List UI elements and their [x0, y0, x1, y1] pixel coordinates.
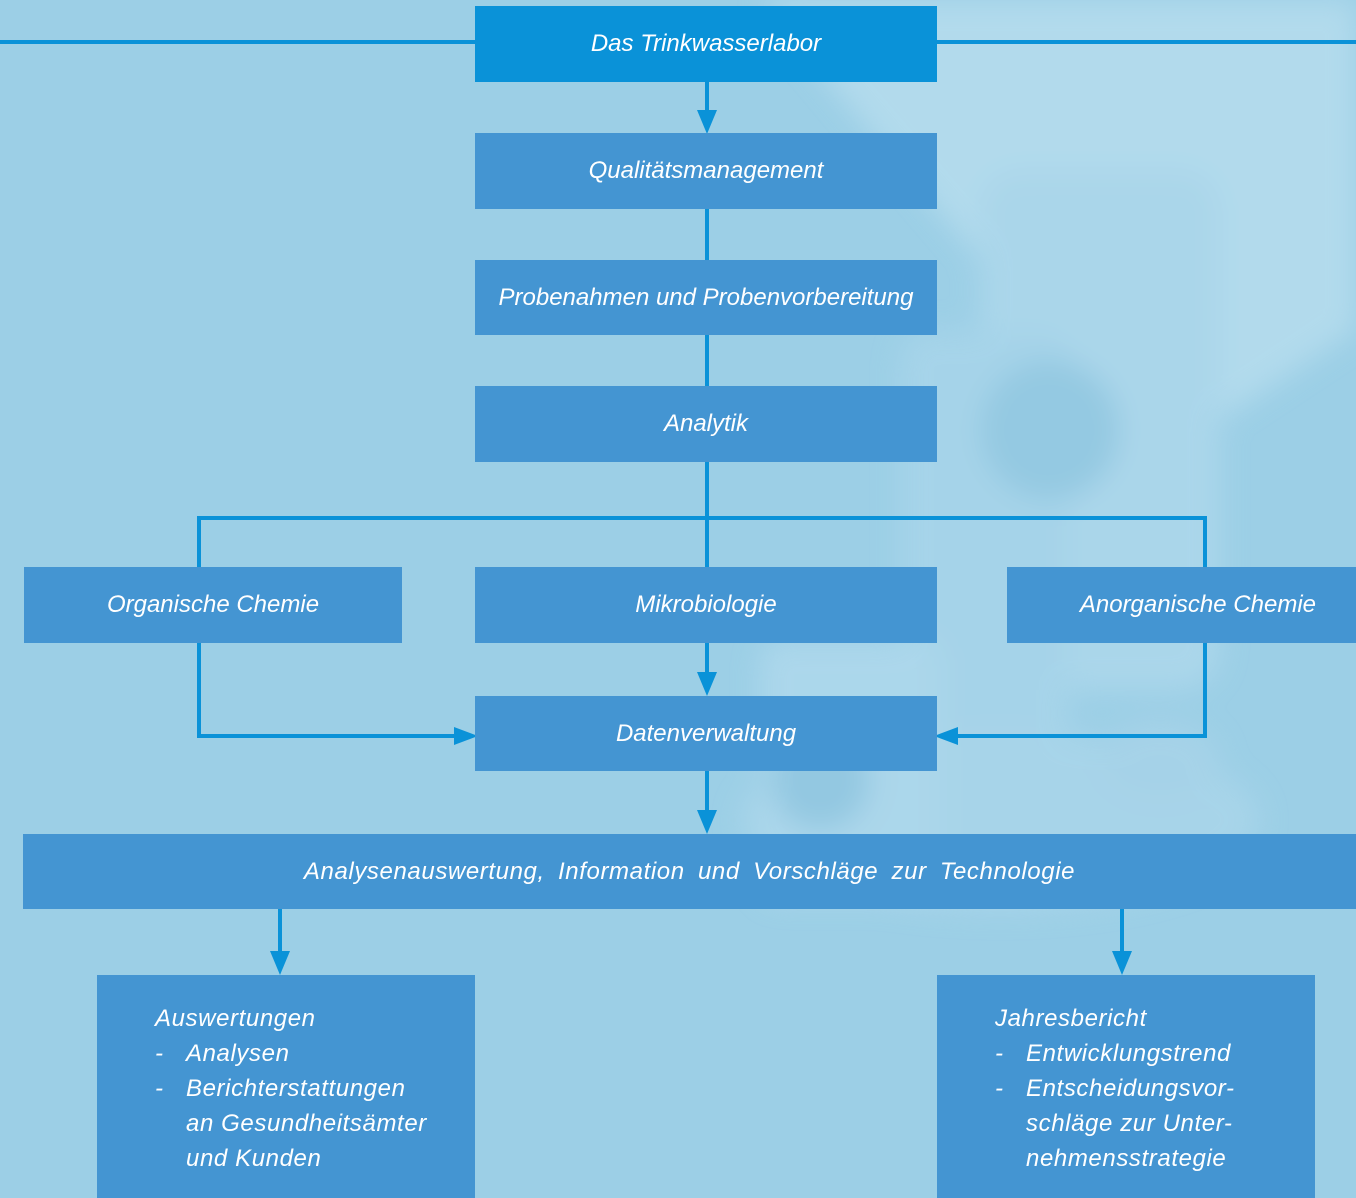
jahresbericht-title: Jahresbericht — [995, 1005, 1147, 1032]
list-item: - Analysen — [155, 1036, 475, 1071]
list-item-text: Analysen — [186, 1040, 290, 1067]
list-item: - Entwicklungstrend — [995, 1036, 1315, 1071]
node-auswertungen: Auswertungen - Analysen - Berichterstatt… — [97, 975, 475, 1198]
node-organische-chemie: Organische Chemie — [24, 567, 402, 643]
node-qualitaetsmanagement: Qualitätsmanagement — [475, 133, 937, 209]
node-analytik: Analytik — [475, 386, 937, 462]
auswertungen-title: Auswertungen — [155, 1005, 316, 1032]
node-jahresbericht: Jahresbericht - Entwicklungstrend - Ents… — [937, 975, 1315, 1198]
node-mikrobiologie: Mikrobiologie — [475, 567, 937, 643]
bullet-dash: - — [995, 1040, 1004, 1067]
list-item-text: Entscheidungsvor- schläge zur Unter- neh… — [1026, 1075, 1235, 1172]
node-probenahmen: Probenahmen und Probenvorbereitung — [475, 260, 937, 335]
list-item: - Entscheidungsvor- schläge zur Unter- n… — [995, 1071, 1315, 1176]
node-trinkwasserlabor: Das Trinkwasserlabor — [475, 6, 937, 82]
list-item-text: Entwicklungstrend — [1026, 1040, 1231, 1067]
node-anorganische-chemie: Anorganische Chemie — [1007, 567, 1356, 643]
list-item: - Berichterstattungen an Gesundheitsämte… — [155, 1071, 475, 1176]
bullet-dash: - — [155, 1075, 164, 1102]
node-analysenauswertung: Analysenauswertung, Information und Vors… — [23, 834, 1356, 909]
node-datenverwaltung: Datenverwaltung — [475, 696, 937, 771]
list-item-text: Berichterstattungen an Gesundheitsämter … — [186, 1075, 427, 1172]
bullet-dash: - — [995, 1075, 1004, 1102]
bullet-dash: - — [155, 1040, 164, 1067]
